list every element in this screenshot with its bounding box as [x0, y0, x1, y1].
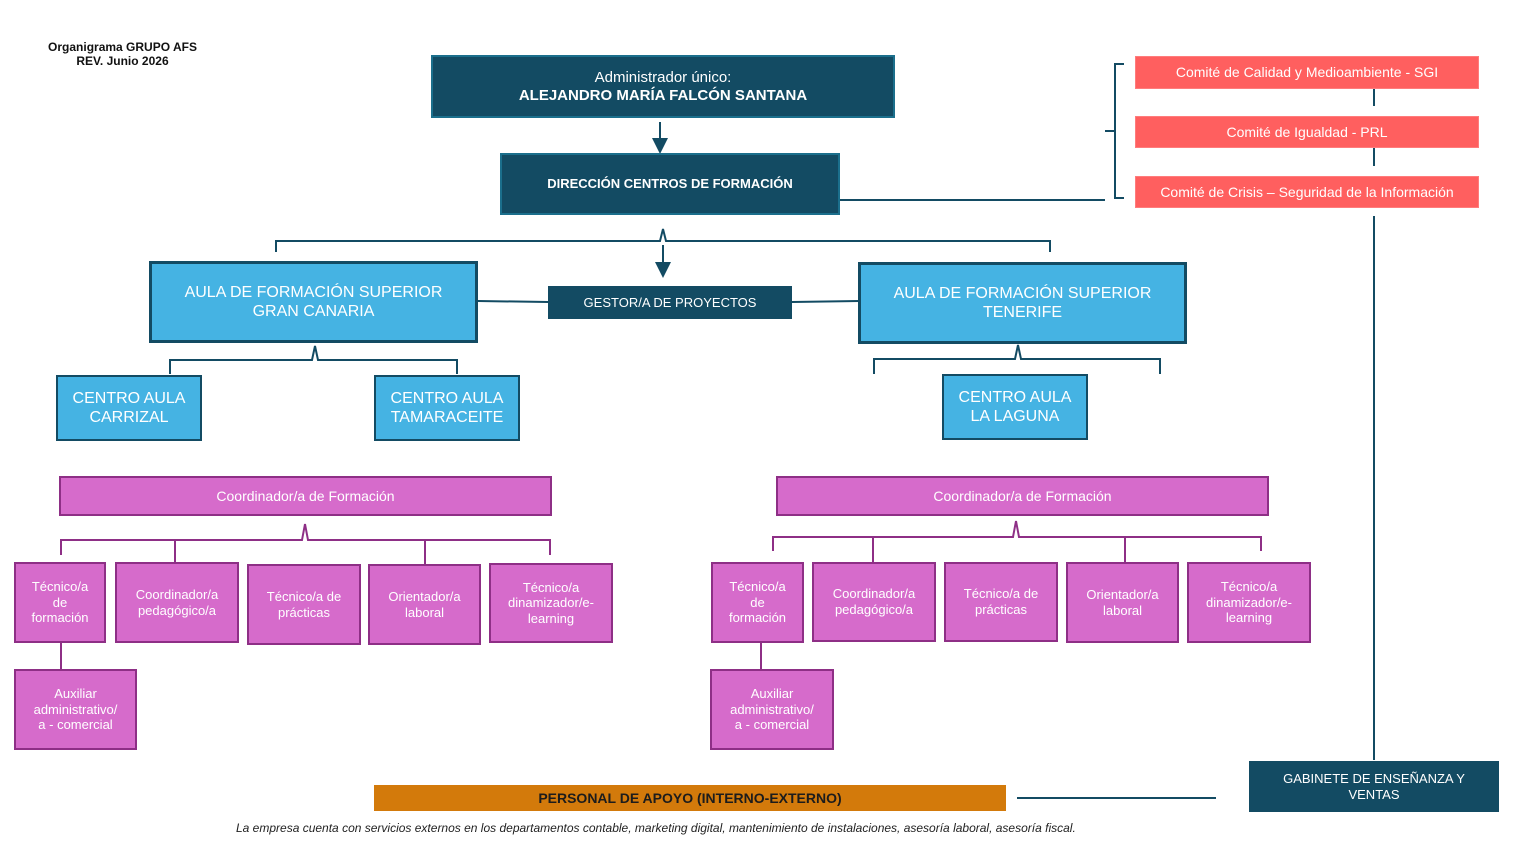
centro-tamaraceite-line2: TAMARACEITE [390, 409, 504, 426]
committee-igualdad: Comité de Igualdad - PRL [1135, 116, 1479, 148]
chart-revision: REV. Junio 2026 [76, 54, 169, 68]
role-line: Orientador/a [388, 588, 461, 604]
gabinete-line2: VENTAS [1348, 786, 1400, 802]
role-line: formación [31, 610, 89, 626]
committee-calidad-label: Comité de Calidad y Medioambiente - SGI [1175, 64, 1439, 81]
right-role-dinamizador-elearning: Técnico/a dinamizador/e- learning [1187, 562, 1311, 643]
gestor-box: GESTOR/A DE PROYECTOS [548, 286, 792, 319]
aula-gc-line1: AULA DE FORMACIÓN SUPERIOR [184, 283, 443, 301]
centro-carrizal-line1: CENTRO AULA [72, 389, 186, 407]
role-line: Auxiliar [54, 686, 97, 702]
committee-calidad: Comité de Calidad y Medioambiente - SGI [1135, 56, 1479, 89]
right-role-tecnico-practicas: Técnico/a de prácticas [944, 562, 1058, 642]
role-line: de [52, 594, 68, 610]
centro-laguna-line2: LA LAGUNA [970, 408, 1060, 425]
aula-tf-line1: AULA DE FORMACIÓN SUPERIOR [893, 284, 1152, 302]
right-coordinador-formacion: Coordinador/a de Formación [776, 476, 1269, 516]
role-line: administrativo/ [730, 701, 814, 717]
role-line: de [750, 594, 765, 610]
role-line: Coordinador/a [832, 586, 916, 602]
gabinete-box: GABINETE DE ENSEÑANZA Y VENTAS [1249, 761, 1499, 812]
role-line: prácticas [277, 604, 331, 620]
centro-tamaraceite: CENTRO AULA TAMARACEITE [374, 375, 520, 441]
role-line: laboral [404, 604, 445, 620]
left-role-tecnico-practicas: Técnico/a de prácticas [247, 564, 361, 645]
role-line: Técnico/a de [963, 586, 1039, 602]
centro-carrizal-line2: CARRIZAL [89, 409, 169, 426]
role-line: Técnico/a [1220, 579, 1278, 595]
centro-laguna-line1: CENTRO AULA [958, 388, 1072, 406]
footer-note: La empresa cuenta con servicios externos… [236, 821, 1076, 835]
role-line: dinamizador/e- [508, 595, 594, 611]
direccion-label: DIRECCIÓN CENTROS DE FORMACIÓN [547, 176, 793, 192]
role-line: pedagógico/a [834, 602, 914, 617]
role-line: dinamizador/e- [1206, 594, 1292, 610]
left-coordinador-formacion: Coordinador/a de Formación [59, 476, 552, 516]
left-role-tecnico-formacion: Técnico/a de formación [14, 562, 106, 643]
direccion-box: DIRECCIÓN CENTROS DE FORMACIÓN [500, 153, 840, 215]
left-coordinador-label: Coordinador/a de Formación [216, 487, 395, 504]
committee-igualdad-label: Comité de Igualdad - PRL [1226, 123, 1388, 140]
role-line: Técnico/a de [266, 588, 342, 604]
right-role-coordinador-pedagogico: Coordinador/a pedagógico/a [812, 562, 936, 642]
role-line: Técnico/a [31, 579, 89, 595]
aula-tf-line2: TENERIFE [982, 304, 1063, 321]
centro-tamaraceite-line1: CENTRO AULA [390, 389, 504, 407]
chart-title: Organigrama GRUPO AFS REV. Junio 2026 [20, 40, 225, 68]
role-line: Técnico/a [522, 579, 580, 595]
role-line: a - comercial [38, 717, 113, 733]
personal-apoyo-box: PERSONAL DE APOYO (INTERNO-EXTERNO) [374, 785, 1006, 811]
admin-name: ALEJANDRO MARÍA FALCÓN SANTANA [518, 86, 808, 104]
aula-tenerife: AULA DE FORMACIÓN SUPERIOR TENERIFE [858, 262, 1187, 344]
aula-gc-line2: GRAN CANARIA [252, 303, 375, 320]
left-role-auxiliar-administrativo: Auxiliar administrativo/ a - comercial [14, 669, 137, 750]
role-line: learning [1225, 610, 1273, 626]
right-role-tecnico-formacion: Técnico/a de formación [711, 562, 804, 643]
aula-gran-canaria: AULA DE FORMACIÓN SUPERIOR GRAN CANARIA [149, 261, 478, 343]
role-line: Técnico/a [729, 579, 786, 595]
role-line: formación [728, 610, 787, 626]
role-line: laboral [1102, 602, 1143, 618]
admin-label: Administrador único: [594, 68, 732, 86]
centro-carrizal: CENTRO AULA CARRIZAL [56, 375, 202, 441]
role-line: Orientador/a [1086, 586, 1159, 602]
right-role-orientador-laboral: Orientador/a laboral [1066, 562, 1179, 643]
left-role-coordinador-pedagogico: Coordinador/a pedagógico/a [115, 562, 239, 643]
committee-crisis-label: Comité de Crisis – Seguridad de la Infor… [1160, 183, 1454, 200]
role-line: a - comercial [734, 717, 810, 733]
left-role-orientador-laboral: Orientador/a laboral [368, 564, 481, 645]
left-role-dinamizador-elearning: Técnico/a dinamizador/e- learning [489, 563, 613, 643]
chart-title-line1: Organigrama GRUPO AFS [48, 40, 197, 54]
role-line: administrativo/ [33, 701, 118, 717]
gestor-label: GESTOR/A DE PROYECTOS [583, 294, 757, 310]
role-line: prácticas [974, 602, 1028, 617]
right-coordinador-label: Coordinador/a de Formación [933, 487, 1112, 504]
committee-crisis: Comité de Crisis – Seguridad de la Infor… [1135, 176, 1479, 208]
role-line: Auxiliar [750, 686, 794, 702]
admin-box: Administrador único: ALEJANDRO MARÍA FAL… [431, 55, 895, 118]
centro-la-laguna: CENTRO AULA LA LAGUNA [942, 374, 1088, 440]
right-role-auxiliar-administrativo: Auxiliar administrativo/ a - comercial [710, 669, 834, 750]
personal-apoyo-label: PERSONAL DE APOYO (INTERNO-EXTERNO) [538, 789, 842, 806]
gabinete-line1: GABINETE DE ENSEÑANZA Y [1283, 770, 1465, 786]
role-line: learning [527, 610, 575, 626]
role-line: Coordinador/a [135, 586, 219, 602]
role-line: pedagógico/a [137, 602, 217, 618]
